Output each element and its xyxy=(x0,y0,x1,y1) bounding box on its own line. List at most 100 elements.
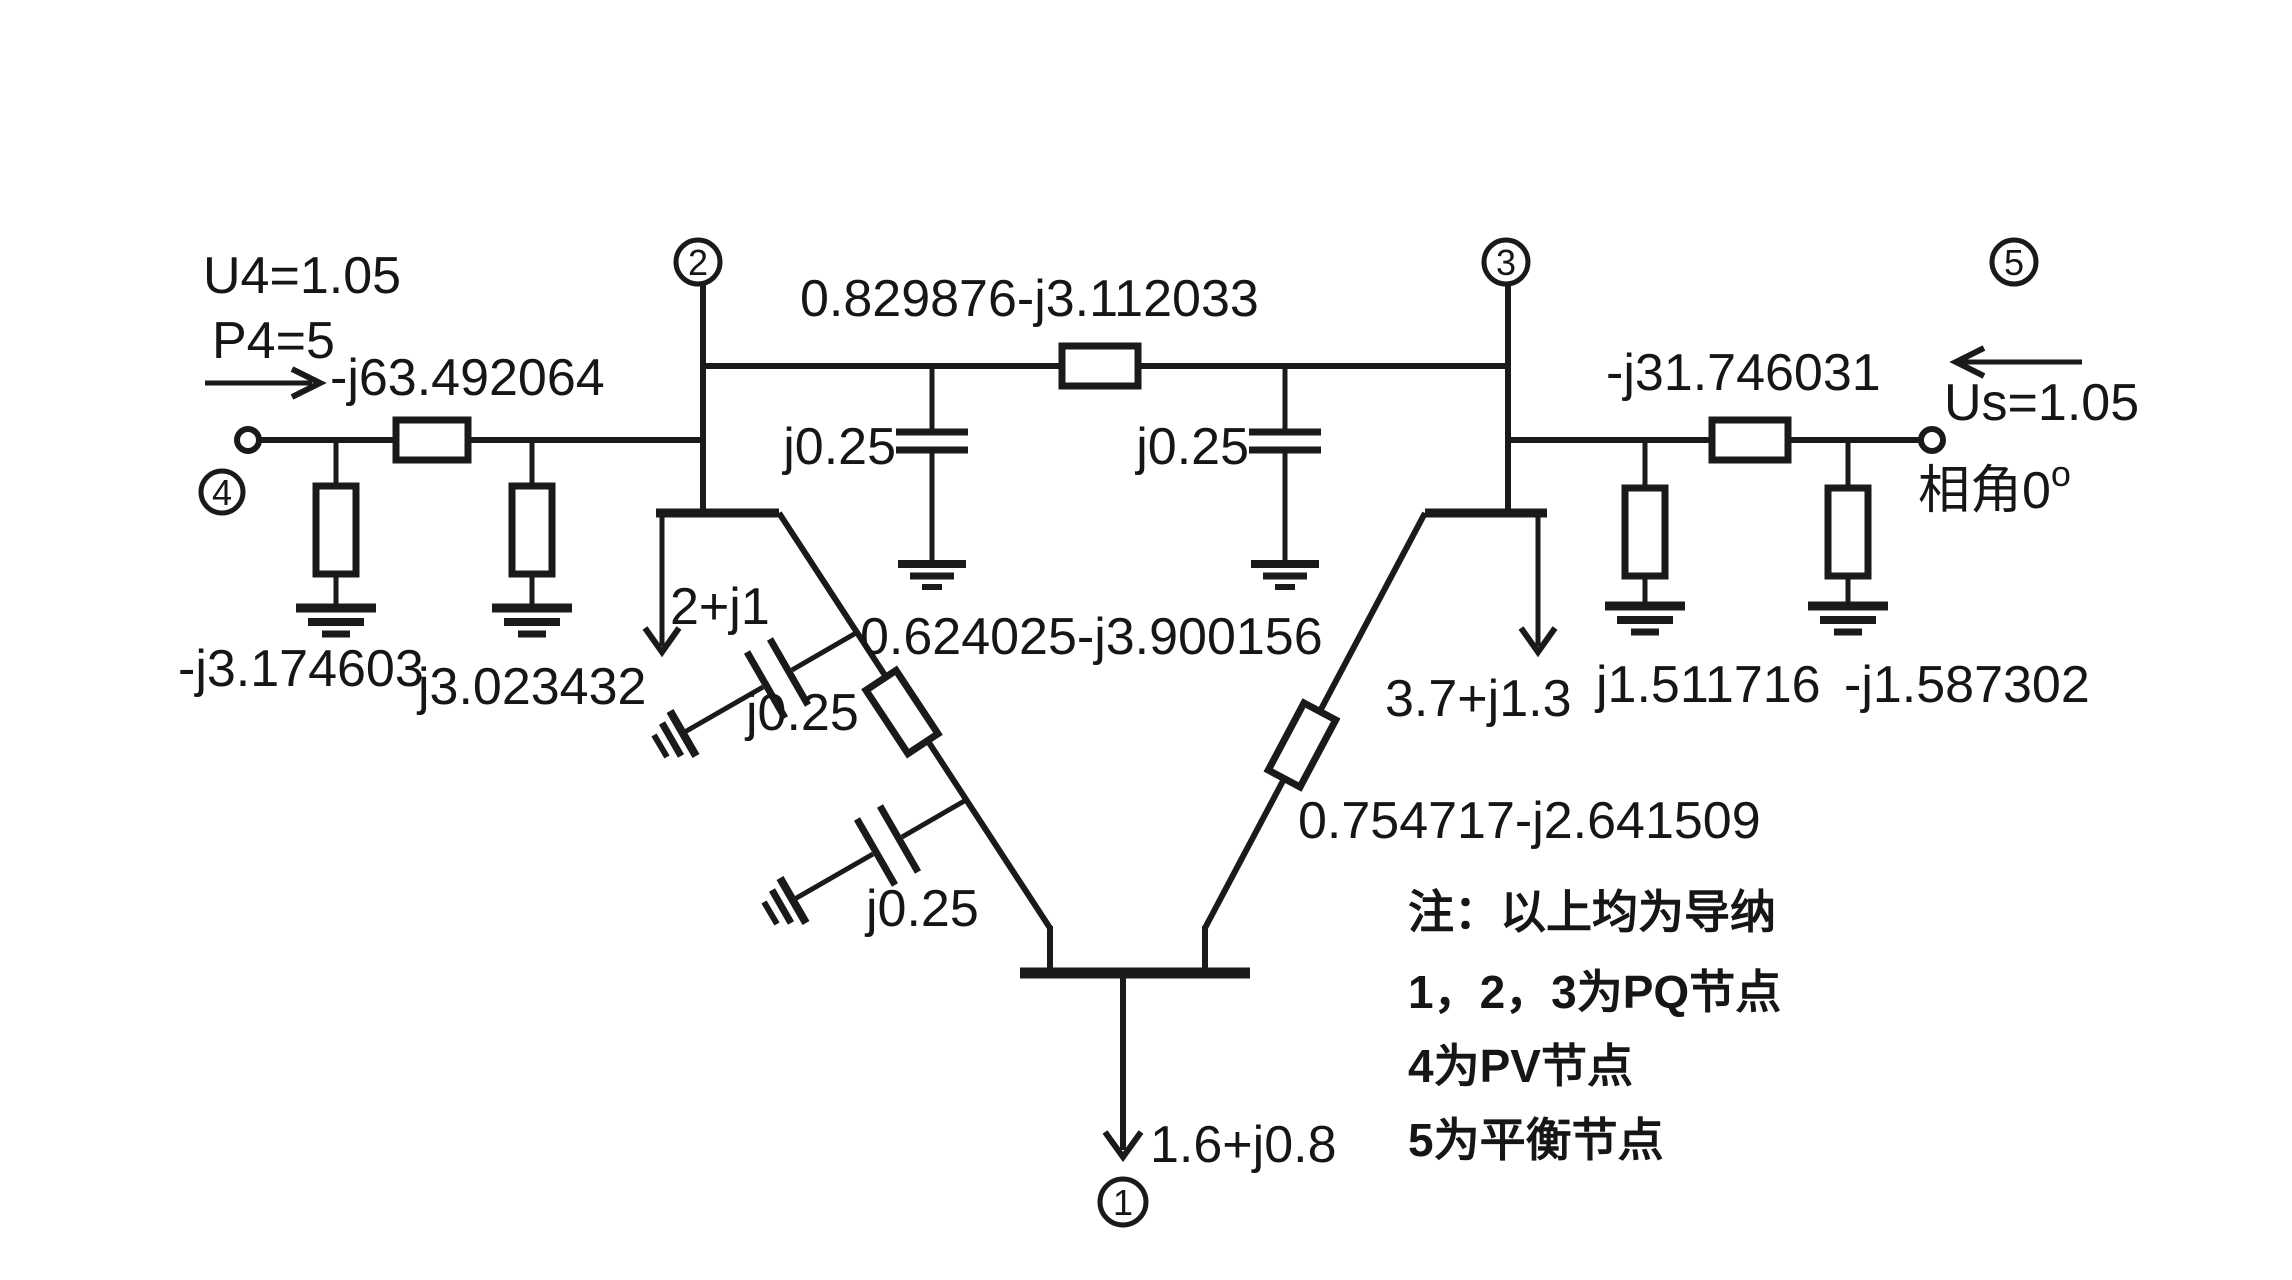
line-3-1 xyxy=(1202,511,1428,969)
u4-voltage-label: U4=1.05 xyxy=(203,247,401,305)
load-bus2-label: 2+j1 xyxy=(670,578,770,636)
cap-2-1-lower-label: j0.25 xyxy=(864,880,979,938)
capacitor-icon xyxy=(1249,428,1321,454)
ground-tick xyxy=(658,721,685,758)
shunt-box xyxy=(312,482,360,578)
shunt-bus5-right-label: -j1.587302 xyxy=(1844,656,2090,714)
ground-icon xyxy=(296,603,376,638)
shunt-box xyxy=(1824,484,1872,580)
line-2-1-impedance-box xyxy=(861,665,943,759)
ground-hatch-icon xyxy=(761,875,810,926)
ground-icon xyxy=(1808,601,1888,636)
slack-angle-superscript: o xyxy=(2051,453,2071,494)
cap-2-3-left-label: j0.25 xyxy=(781,418,896,476)
ground-tick xyxy=(651,733,670,759)
capacitor-plate xyxy=(766,637,812,707)
capacitor-icon xyxy=(743,637,812,720)
wire xyxy=(681,684,765,736)
p4-injection-arrow-icon xyxy=(205,366,327,400)
node-circle-4: 4 xyxy=(198,468,246,516)
ground-tick xyxy=(776,875,810,926)
arrow-head xyxy=(1518,626,1558,658)
arrow-head xyxy=(1102,1130,1144,1163)
note-line-4: 5为平衡节点 xyxy=(1408,1114,1664,1166)
shunt-bus4-right xyxy=(492,440,572,638)
cap-shunt-2-1-upper xyxy=(651,630,858,759)
node-2-ring xyxy=(673,237,723,287)
slack-angle-label: 相角0o xyxy=(1918,453,2071,520)
cap-shunt-2-3-right xyxy=(1249,366,1321,590)
line-3-5-admittance-label: -j31.746031 xyxy=(1606,344,1881,402)
shunt-bus5-left-label: j1.511716 xyxy=(1594,656,1821,714)
ground-tick xyxy=(761,900,780,926)
note-line-3: 4为PV节点 xyxy=(1408,1040,1633,1092)
shunt-box xyxy=(508,482,556,578)
ground-icon xyxy=(492,603,572,638)
node-circle-3: 3 xyxy=(1481,237,1531,287)
shunt-bus4-right-label: j3.023432 xyxy=(416,658,646,716)
node-5-ring xyxy=(1989,237,2039,287)
p4-power-label: P4=5 xyxy=(212,312,335,370)
line-4-2-admittance-label: -j63.492064 xyxy=(330,349,605,407)
shunt-bus4-left xyxy=(296,440,376,638)
notes-block: 注：以上均为导纳 1，2，3为PQ节点 4为PV节点 5为平衡节点 xyxy=(1408,886,1781,1166)
capacitor-plate xyxy=(876,804,922,874)
line-3-5-impedance-box xyxy=(1708,416,1792,464)
load-bus2-arrow-icon xyxy=(642,517,682,658)
node-1-number: 1 xyxy=(1113,1182,1133,1223)
capacitor-icon xyxy=(853,804,922,887)
node-4-ring xyxy=(198,468,246,516)
slack-angle-text: 相角0 xyxy=(1918,462,2051,520)
line-2-3-impedance-box xyxy=(1058,342,1142,390)
line-2-3-admittance-label: 0.829876-j3.112033 xyxy=(800,270,1259,328)
bus5-terminal xyxy=(1918,426,1946,454)
node-5-number: 5 xyxy=(2004,242,2024,283)
capacitor-plate xyxy=(743,650,789,720)
arrow-head xyxy=(1949,345,1986,379)
wire xyxy=(900,797,968,840)
shunt-bus5-left xyxy=(1605,440,1685,636)
node-circle-1: 1 xyxy=(1097,1176,1149,1228)
node-2-number: 2 xyxy=(688,242,708,283)
shunt-bus4-left-label: -j3.174603 xyxy=(178,640,424,698)
load-bus1-arrow-icon xyxy=(1102,978,1144,1163)
cap-shunt-2-3-left xyxy=(896,366,968,590)
slack-injection-arrow-icon xyxy=(1949,345,2082,379)
load-bus1-label: 1.6+j0.8 xyxy=(1150,1116,1337,1174)
line-3-1-admittance-label: 0.754717-j2.641509 xyxy=(1298,792,1761,850)
ground-icon xyxy=(1251,560,1319,590)
load-bus3-label: 3.7+j1.3 xyxy=(1385,670,1572,728)
node-4-number: 4 xyxy=(212,472,232,513)
generator-4-labels: U4=1.05 P4=5 xyxy=(203,247,401,370)
ground-icon xyxy=(1605,601,1685,636)
ground-icon xyxy=(898,560,966,590)
node-3-number: 3 xyxy=(1496,242,1516,283)
ground-tick xyxy=(666,708,700,759)
line-2-1-admittance-label: 0.624025-j3.900156 xyxy=(860,608,1323,666)
capacitor-icon xyxy=(896,428,968,454)
node-1-ring xyxy=(1097,1176,1149,1228)
note-line-2: 1，2，3为PQ节点 xyxy=(1408,966,1781,1018)
load-bus3-arrow-icon xyxy=(1518,517,1558,658)
ground-hatch-icon xyxy=(651,708,700,759)
ground-tick xyxy=(768,888,795,925)
slack-voltage-label: Us=1.05 xyxy=(1944,374,2139,432)
arrow-head xyxy=(290,366,327,400)
cap-2-3-right-label: j0.25 xyxy=(1134,418,1249,476)
wire xyxy=(791,851,875,903)
cap-shunt-2-1-lower xyxy=(761,797,968,926)
node-circle-2: 2 xyxy=(673,237,723,287)
line-2-1 xyxy=(776,511,1053,969)
shunt-bus5-right xyxy=(1808,440,1888,636)
cap-2-1-upper-label: j0.25 xyxy=(744,684,859,742)
wire xyxy=(790,630,858,673)
arrow-head xyxy=(642,626,682,658)
note-line-1: 注：以上均为导纳 xyxy=(1408,886,1776,938)
shunt-box xyxy=(1621,484,1669,580)
bus4-terminal xyxy=(234,426,262,454)
line-3-1-impedance-box xyxy=(1263,698,1341,792)
line-4-2-impedance-box xyxy=(392,416,472,464)
capacitor-plate xyxy=(853,817,899,887)
